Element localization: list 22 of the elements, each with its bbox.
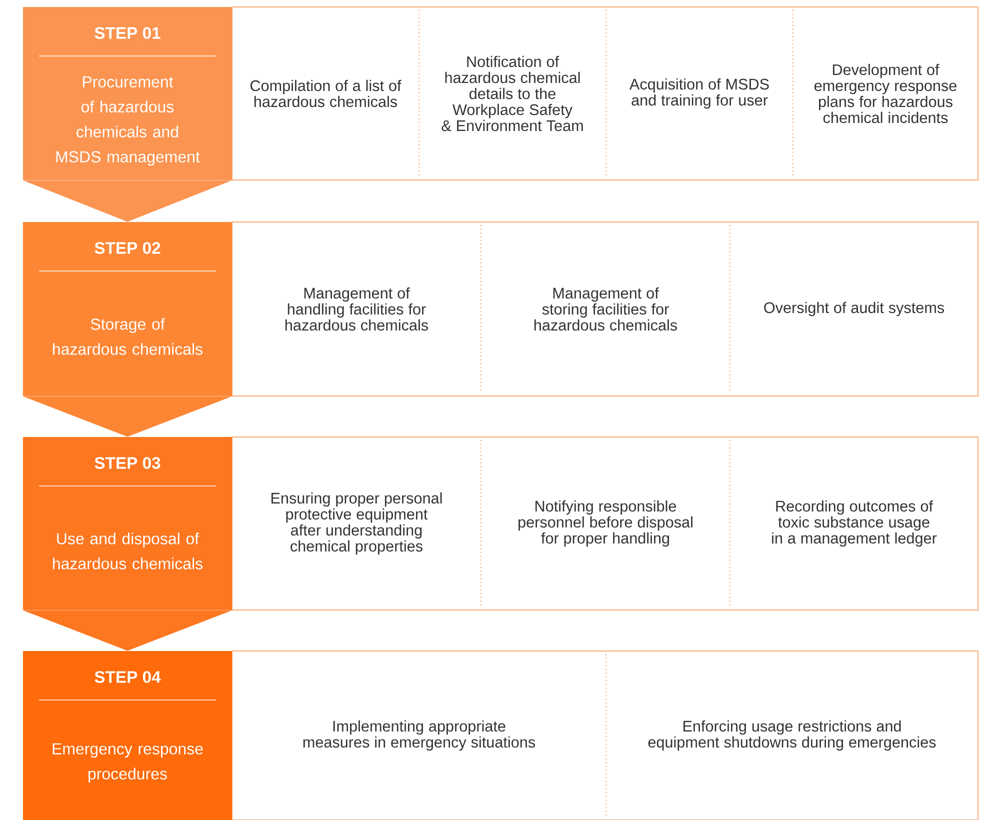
chevron-arrow [22, 180, 232, 222]
step-task-text: Development of emergency response plans for hazardous chemical incidents [814, 64, 956, 124]
node-label: Storage of hazardous chemicals [53, 318, 202, 355]
chevron-arrow [22, 396, 232, 437]
step-task-text: Enforcing usage restrictions and equipment shutdowns during emergencies [648, 720, 936, 751]
node-label: Procurement of hazardous chemicals and MSDS management [56, 76, 200, 166]
step-task-text: Ensuring proper personal protective equipment after understanding chemical properties [272, 492, 442, 555]
step-task-text: Notifying responsible personnel before disposal for proper handling [518, 500, 692, 547]
step-box: STEP 04 Emergency response procedures [22, 650, 232, 820]
node-label: STEP 03 [94, 457, 160, 469]
chevron-arrow [22, 610, 232, 651]
step-task-text: Acquisition of MSDS and training for user [629, 78, 769, 109]
step-task-text: Compilation of a list of hazardous chemicals [250, 80, 402, 108]
step-task-text: Notification of hazardous chemical details to the Workplace Safety & Environment Team [442, 56, 583, 132]
step-task-text: Oversight of audit systems [764, 302, 944, 316]
step-task-text: Recording outcomes of toxic substance usage in a management ledger [772, 500, 937, 547]
node-label: STEP 01 [94, 27, 160, 39]
step-task-text: Management of storing facilities for hazardous chemicals [534, 287, 678, 331]
step-task-text: Implementing appropriate measures in emergency situations [303, 720, 535, 751]
node-label: STEP 02 [94, 242, 160, 254]
node-label: Use and disposal of hazardous chemicals [53, 532, 202, 570]
step-task-text: Management of handling facilities for hazardous chemicals [285, 287, 428, 331]
